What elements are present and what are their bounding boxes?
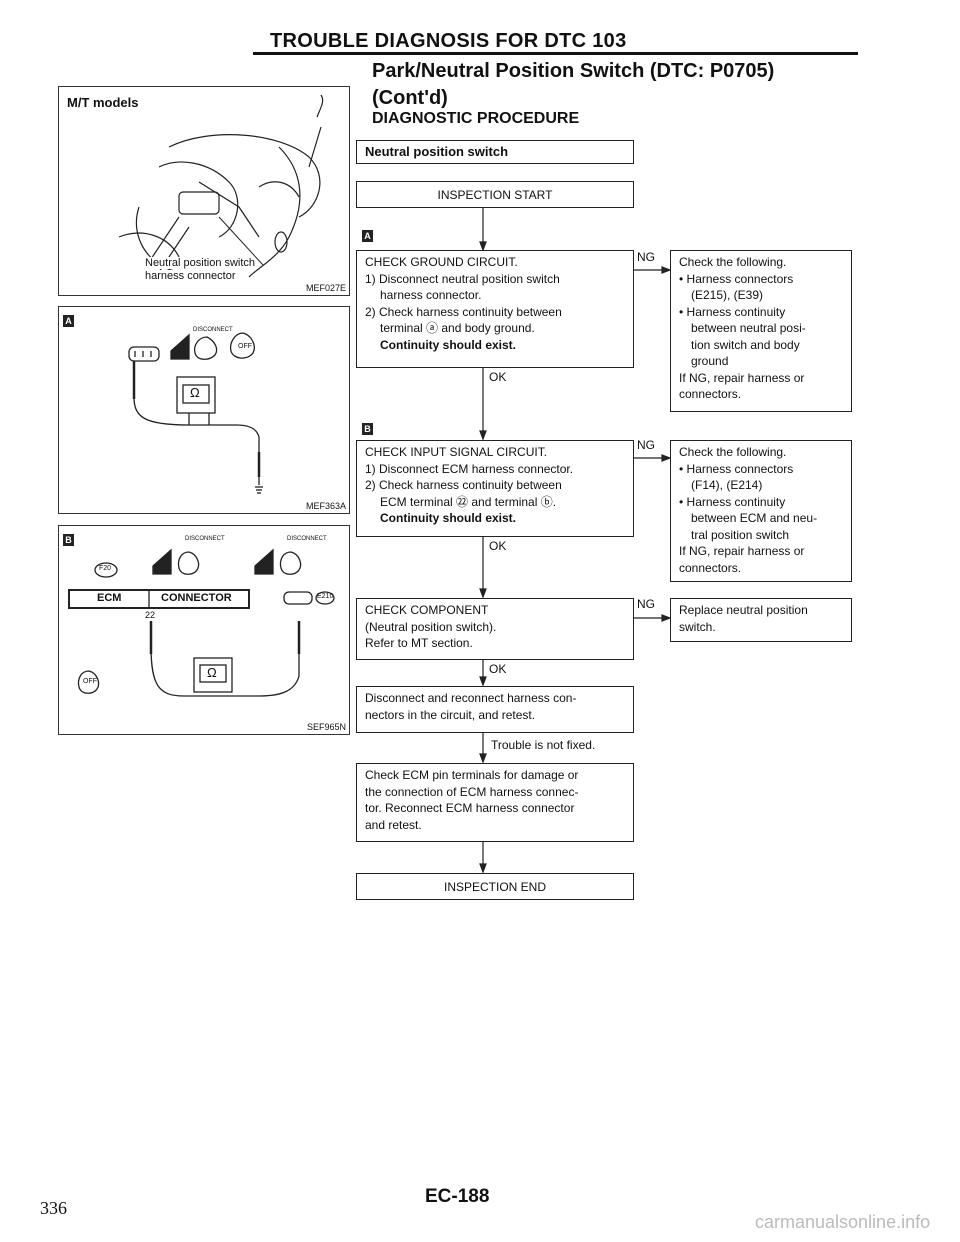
step-e-line: tor. Reconnect ECM harness connector (365, 801, 575, 815)
ng-a-line: If NG, repair harness or (679, 370, 805, 385)
callout-neutral-switch: Neutral position switch (145, 257, 256, 269)
ng-b-line: connectors. (679, 560, 742, 575)
figure-code: MEF027E (305, 283, 346, 293)
step-b-result: Continuity should exist. (380, 511, 517, 525)
disconnect-label: DISCONNECT (193, 327, 233, 333)
ng-a-line: • Harness connectors (679, 271, 794, 286)
step-b-title: CHECK INPUT SIGNAL CIRCUIT. (365, 445, 548, 459)
ng-b-line: • Harness connectors (679, 461, 794, 476)
terminal-number: 22 (145, 610, 156, 620)
ng-b-line: • Harness continuity (679, 494, 786, 509)
ohmmeter-diagram-a (128, 332, 263, 494)
ng-c-line: switch. (679, 619, 716, 634)
ng-a-line: between neutral posi- (691, 321, 806, 335)
step-d-line: Disconnect and reconnect harness con- (365, 691, 577, 705)
ohmmeter-diagram-b (68, 548, 335, 697)
not-fixed-label: Trouble is not fixed. (491, 738, 596, 752)
step-a-line: terminal ⓐ and body ground. (380, 321, 535, 335)
inspection-end-box: INSPECTION END (356, 873, 634, 900)
inspection-start-box: INSPECTION START (356, 181, 634, 208)
ok-label-b: OK (489, 539, 507, 553)
step-e-line: and retest. (365, 817, 422, 832)
page-header-title: TROUBLE DIAGNOSIS FOR DTC 103 (270, 30, 627, 52)
page-number: 336 (40, 1198, 67, 1218)
ohm-symbol: Ω (190, 385, 200, 400)
step-b-box: CHECK INPUT SIGNAL CIRCUIT. 1) Disconnec… (356, 440, 634, 537)
off-label: OFF (83, 678, 97, 685)
step-a-result: Continuity should exist. (380, 337, 517, 352)
disconnect-label-2: DISCONNECT (287, 536, 327, 542)
step-c-line: Refer to MT section. (365, 636, 473, 650)
step-b-line: 2) Check harness continuity between (365, 478, 562, 492)
step-d-line: nectors in the circuit, and retest. (365, 707, 536, 722)
figure-b-input-signal-check: B DISCONNECT DISCONNECT F20 ECM CONNECTO… (58, 525, 350, 735)
step-b-line: ECM terminal ㉒ and terminal ⓑ. (380, 494, 557, 509)
ng-a-line: connectors. (679, 387, 742, 401)
connector-tag: F20 (99, 565, 112, 572)
flow-marker-b: B (362, 423, 373, 435)
ohm-symbol: Ω (207, 665, 217, 680)
header-rule (253, 52, 858, 55)
step-d-box: Disconnect and reconnect harness con- ne… (356, 686, 634, 733)
ng-label-b: NG (637, 438, 655, 452)
step-a-line: harness connector. (380, 288, 482, 302)
connector-tag-2: E210 (317, 593, 334, 600)
ng-a-line: ground (691, 354, 729, 368)
figure-mt-models: M/T models Neutral position switch harne… (58, 86, 350, 296)
ng-label-a: NG (637, 250, 655, 264)
step-c-line: CHECK COMPONENT (365, 603, 489, 617)
ng-a-line: tion switch and body (691, 337, 800, 352)
ng-action-a-box: Check the following. • Harness connector… (670, 250, 852, 412)
ecm-connector-label: ECM (97, 592, 122, 604)
ng-a-connector-tags: (E215), (E39) (691, 288, 764, 302)
step-a-line: 1) Disconnect neutral position switch (365, 271, 560, 286)
figure-title: M/T models (67, 95, 139, 110)
ok-label-a: OK (489, 370, 507, 384)
ng-a-line: Check the following. (679, 255, 787, 269)
ng-action-b-box: Check the following. • Harness connector… (670, 440, 852, 582)
disconnect-label-1: DISCONNECT (185, 536, 225, 542)
step-c-line: (Neutral position switch). (365, 619, 497, 634)
flow-marker-a: A (362, 230, 373, 242)
figure-code: SEF965N (306, 722, 346, 732)
watermark-text: carmanualsonline.info (755, 1212, 931, 1232)
ng-action-c-box: Replace neutral position switch. (670, 598, 852, 642)
step-e-line: Check ECM pin terminals for damage or (365, 768, 579, 782)
callout-harness-connector: harness connector (145, 270, 236, 282)
ng-c-line: Replace neutral position (679, 603, 808, 617)
subtitle-line-1: Park/Neutral Position Switch (DTC: P0705… (372, 60, 775, 82)
procedure-heading: DIAGNOSTIC PROCEDURE (372, 110, 580, 127)
figure-code: MEF363A (305, 501, 346, 511)
step-a-line: 2) Check harness continuity between (365, 304, 562, 319)
figure-marker-b: B (63, 534, 74, 546)
section-subtitle: Park/Neutral Position Switch (DTC: P0705… (372, 58, 774, 112)
ng-b-line: If NG, repair harness or (679, 544, 805, 558)
ng-b-line: tral position switch (691, 527, 790, 542)
ng-label-c: NG (637, 597, 655, 611)
step-a-box: CHECK GROUND CIRCUIT. 1) Disconnect neut… (356, 250, 634, 368)
subtitle-line-2: (Cont'd) (372, 87, 448, 109)
step-e-line: the connection of ECM harness connec- (365, 784, 579, 799)
off-label: OFF (238, 343, 252, 350)
ng-b-connector-tags: (F14), (E214) (691, 478, 763, 492)
engine-illustration (118, 94, 324, 278)
step-c-box: CHECK COMPONENT (Neutral position switch… (356, 598, 634, 660)
ng-b-line: Check the following. (679, 445, 787, 459)
step-e-box: Check ECM pin terminals for damage or th… (356, 763, 634, 842)
ng-a-line: • Harness continuity (679, 304, 786, 319)
step-b-line: 1) Disconnect ECM harness connector. (365, 461, 574, 476)
ng-b-line: between ECM and neu- (691, 511, 818, 525)
figure-a-ground-check: A DISCONNECT Ω OFF MEF363A (58, 306, 350, 514)
flow-title-box: Neutral position switch (356, 140, 634, 164)
figure-marker-a: A (63, 315, 74, 327)
step-a-title: CHECK GROUND CIRCUIT. (365, 255, 518, 269)
page-code: EC-188 (425, 1186, 490, 1207)
connector-word: CONNECTOR (161, 592, 232, 604)
ok-label-c: OK (489, 662, 507, 676)
